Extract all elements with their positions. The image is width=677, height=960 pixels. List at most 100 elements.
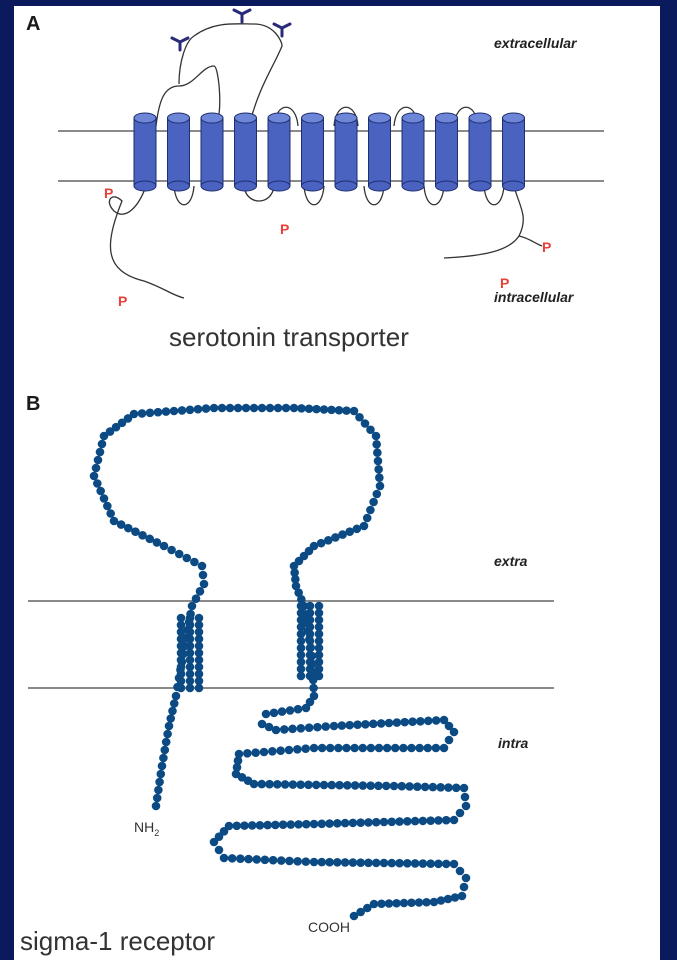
residue-bead — [392, 899, 401, 908]
residue-bead — [411, 859, 420, 868]
residue-bead — [234, 404, 243, 413]
residue-bead — [456, 809, 465, 818]
residue-bead — [294, 820, 303, 829]
intracellular-label: intracellular — [494, 289, 575, 305]
residue-bead — [188, 602, 197, 611]
residue-bead — [436, 783, 445, 792]
residue-bead — [294, 705, 303, 714]
residue-bead — [426, 859, 435, 868]
residue-bead — [90, 472, 99, 481]
residue-bead — [442, 860, 451, 869]
helix-cap — [503, 113, 525, 123]
residue-bead — [280, 725, 289, 734]
helix-cap — [302, 181, 324, 191]
residue-bead — [278, 707, 287, 716]
residue-bead — [419, 817, 428, 826]
residue-bead — [327, 781, 336, 790]
residue-bead — [240, 821, 249, 830]
residue-bead — [183, 554, 192, 563]
residue-bead — [450, 728, 459, 737]
residue-bead — [228, 854, 237, 863]
residue-bead — [397, 782, 406, 791]
residue-bead — [442, 816, 451, 825]
residue-bead — [198, 562, 207, 571]
residue-bead — [242, 404, 251, 413]
helix-cap — [369, 113, 391, 123]
residue-bead — [350, 744, 359, 753]
residue-bead — [407, 744, 416, 753]
residue-bead — [130, 410, 139, 419]
helix-cap — [235, 113, 257, 123]
residue-bead — [165, 722, 174, 731]
residue-bead — [387, 859, 396, 868]
helix-cap — [469, 113, 491, 123]
residue-bead — [162, 407, 171, 416]
residue-bead — [273, 780, 282, 789]
residue-bead — [226, 404, 235, 413]
residue-bead — [279, 820, 288, 829]
residue-bead — [413, 782, 422, 791]
helix-cap — [335, 181, 357, 191]
residue-bead — [243, 749, 252, 758]
residue-bead — [271, 821, 280, 830]
c-terminus-label: COOH — [308, 919, 350, 935]
residue-bead — [345, 721, 354, 730]
residue-bead — [321, 722, 330, 731]
residue-bead — [178, 406, 187, 415]
residue-bead — [385, 899, 394, 908]
helix-9 — [402, 118, 424, 186]
residue-bead — [342, 406, 351, 415]
panel-b-caption: sigma-1 receptor — [20, 926, 215, 956]
residue-bead — [325, 819, 334, 828]
residue-bead — [333, 858, 342, 867]
phospho-label: P — [280, 221, 289, 237]
residue-bead — [248, 821, 257, 830]
residue-bead — [333, 819, 342, 828]
residue-bead — [251, 748, 260, 757]
residue-bead — [423, 744, 432, 753]
helix-cap — [302, 113, 324, 123]
residue-bead — [434, 816, 443, 825]
residue-bead — [256, 821, 265, 830]
residue-bead — [315, 672, 324, 681]
helix-cap — [201, 181, 223, 191]
helix-cap — [503, 181, 525, 191]
residue-bead — [452, 783, 461, 792]
residue-bead — [460, 784, 469, 793]
residue-bead — [252, 855, 261, 864]
residue-bead — [258, 404, 267, 413]
residue-bead — [297, 672, 306, 681]
residue-bead — [285, 857, 294, 866]
helix-6 — [302, 118, 324, 186]
helix-cap — [168, 181, 190, 191]
residue-bead — [374, 457, 383, 466]
residue-bead — [377, 899, 386, 908]
phospho-label: P — [104, 185, 113, 201]
residue-bead — [93, 479, 102, 488]
residue-bead — [422, 898, 431, 907]
residue-bead — [289, 780, 298, 789]
residue-bead — [310, 858, 319, 867]
residue-bead — [456, 867, 465, 876]
residue-bead — [190, 558, 199, 567]
residue-bead — [244, 855, 253, 864]
residue-bead — [282, 404, 291, 413]
residue-bead — [374, 781, 383, 790]
residue-bead — [272, 726, 281, 735]
helix-5 — [268, 118, 290, 186]
residue-bead — [96, 487, 105, 496]
residue-bead — [353, 720, 362, 729]
residue-bead — [405, 782, 414, 791]
residue-bead — [263, 821, 272, 830]
residue-bead — [372, 818, 381, 827]
residue-bead — [367, 744, 376, 753]
residue-bead — [382, 782, 391, 791]
residue-bead — [186, 684, 195, 693]
residue-bead — [399, 744, 408, 753]
residue-bead — [155, 778, 164, 787]
residue-bead — [293, 857, 302, 866]
residue-bead — [430, 898, 439, 907]
residue-bead — [372, 859, 381, 868]
residue-bead — [287, 820, 296, 829]
residue-bead — [220, 854, 229, 863]
